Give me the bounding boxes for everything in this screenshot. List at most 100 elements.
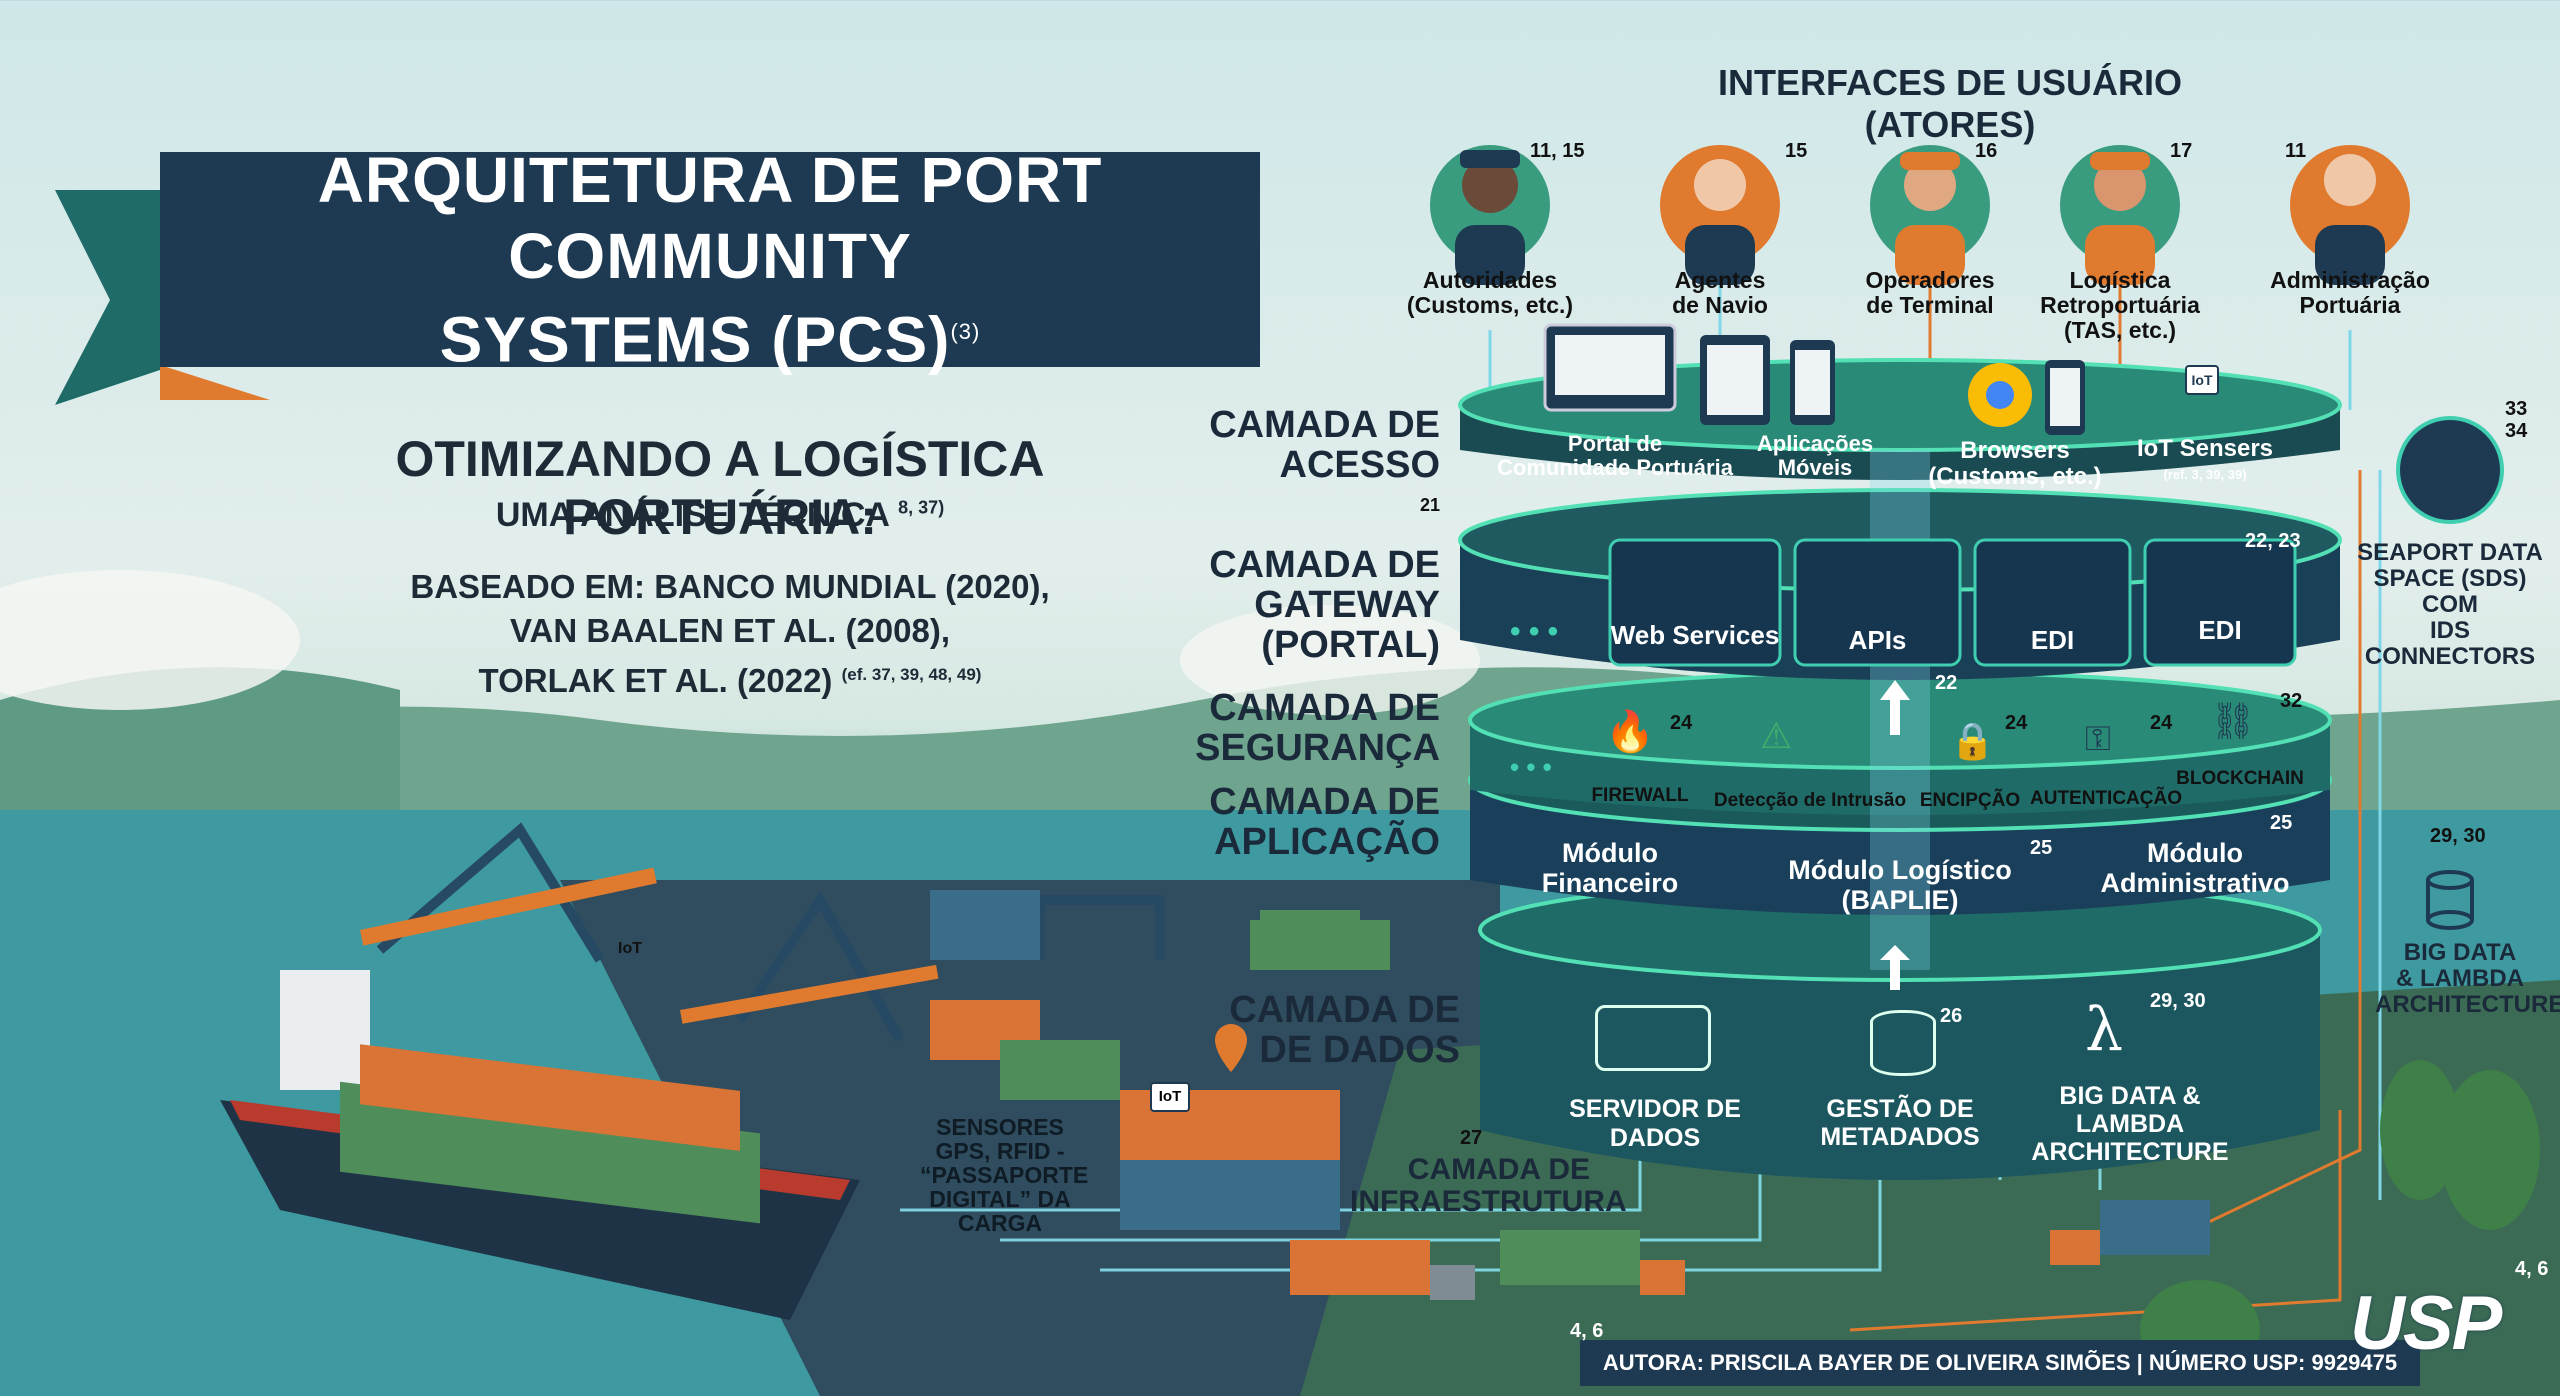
- security-authentication[interactable]: AUTENTICAÇÃO: [2030, 788, 2182, 809]
- actor-label-hinterland-logistics: Logística Retroportuária (TAS, etc.): [2020, 268, 2220, 343]
- security-ref: 24: [1670, 712, 1693, 734]
- data-metadata[interactable]: GESTÃO DE METADADOS: [1805, 1095, 1995, 1151]
- layer-ref: 27: [1460, 1127, 1483, 1149]
- actor-label-authorities: Autoridades (Customs, etc.): [1390, 268, 1590, 318]
- title-line2-text: SYSTEMS (PCS): [439, 303, 951, 376]
- module-line: Administrativo: [2100, 868, 2290, 898]
- layer-line: CAMADA DE: [1209, 544, 1440, 586]
- actor-line: de Navio: [1672, 292, 1768, 318]
- data-ref: 26: [1940, 1005, 1963, 1027]
- gateway-apis[interactable]: APIs: [1848, 625, 1907, 655]
- gateway-dots: • • •: [1510, 615, 1559, 648]
- access-item-mobile-apps[interactable]: Aplicações Móveis: [1740, 432, 1890, 480]
- layer-line: DE DADOS: [1259, 1029, 1460, 1071]
- module-ref: 25: [2030, 837, 2053, 859]
- gateway-ref: 22, 23: [2245, 530, 2301, 552]
- data-big-data[interactable]: BIG DATA & LAMBDA ARCHITECTURE: [2005, 1082, 2255, 1166]
- access-line: Portal de: [1567, 431, 1663, 456]
- actor-line: Autoridades: [1422, 267, 1558, 293]
- ribbon-fold: [160, 365, 270, 400]
- module-ref: 25: [2270, 812, 2293, 834]
- gateway-column-ref: 22: [1935, 672, 1958, 694]
- data-line: ARCHITECTURE: [2031, 1138, 2229, 1166]
- layer-line: INFRAESTRUTURA: [1350, 1185, 1627, 1218]
- layer-label-data: CAMADA DE DE DADOS: [1180, 990, 1460, 1070]
- side-line: ARCHITECTURE: [2375, 991, 2560, 1018]
- subtitle-line2-text: UMA ANÁLISE TÉCNICA: [495, 496, 889, 534]
- module-line: (BAPLIE): [1841, 885, 1959, 915]
- source-ref: (ef. 37, 39, 48, 49): [841, 665, 982, 684]
- cloud: [1180, 605, 1480, 715]
- layer-line: CAMADA DE: [1407, 1153, 1590, 1186]
- chain-icon: ⛓: [2210, 700, 2256, 741]
- bigdata-ref: 29, 30: [2430, 825, 2486, 847]
- iot-tag-ship: IoT: [618, 940, 642, 957]
- actor-avatars: [1430, 145, 2410, 285]
- sensor-line: DIGITAL” DA: [929, 1186, 1071, 1212]
- server-icon: [1595, 1005, 1711, 1071]
- module-administrative[interactable]: Módulo Administrativo: [2080, 838, 2310, 898]
- actor-ref: 11: [2285, 140, 2307, 162]
- iot-badge: IoT: [2185, 365, 2219, 395]
- data-line: BIG DATA & LAMBDA: [2059, 1082, 2201, 1138]
- title-line2: SYSTEMS (PCS)(3): [160, 294, 1260, 377]
- layer-label-infrastructure: 27 CAMADA DE INFRAESTRUTURA: [1350, 1122, 1627, 1218]
- security-intrusion-detection[interactable]: Detecção de Intrusão: [1713, 790, 1907, 811]
- security-encryption[interactable]: ENCIPÇÃO: [1919, 790, 2021, 811]
- iot-tag-yard: IoT: [1150, 1082, 1190, 1112]
- gateway-edi[interactable]: EDI: [2030, 625, 2075, 655]
- module-line: Financeiro: [1541, 868, 1679, 898]
- layer-line: (PORTAL): [1261, 624, 1440, 666]
- module-line: Módulo Logístico: [1788, 855, 2012, 885]
- access-item-portal[interactable]: Portal de Comunidade Portuária: [1490, 432, 1740, 480]
- security-blockchain[interactable]: BLOCKCHAIN: [2176, 768, 2304, 789]
- ribbon-tail: [55, 190, 160, 405]
- database-icon: [1870, 1010, 1936, 1076]
- data-ref: 29, 30: [2150, 990, 2206, 1012]
- key-icon: ⚿: [2085, 720, 2111, 758]
- actor-label-terminal-operators: Operadores de Terminal: [1830, 268, 2030, 318]
- crane-booms: [360, 867, 939, 1024]
- access-line: (Customs, etc.): [1928, 463, 2102, 490]
- sensors-label: SENSORES GPS, RFID - “PASSAPORTE DIGITAL…: [920, 1115, 1088, 1235]
- gateway-edi-2[interactable]: EDI: [2198, 615, 2242, 645]
- gateway-web-services[interactable]: Web Services: [1610, 620, 1780, 650]
- actor-line: Administração: [2270, 267, 2430, 293]
- side-line: SPACE (SDS) COM: [2373, 565, 2527, 618]
- actor-ref: 15: [1785, 140, 1808, 162]
- security-dots: • • •: [1510, 752, 1552, 782]
- module-logistics[interactable]: Módulo Logístico (BAPLIE): [1780, 855, 2020, 915]
- module-line: Módulo: [1562, 838, 1658, 868]
- actor-line: (TAS, etc.): [2063, 317, 2177, 343]
- gateway-boxes: [1608, 538, 2297, 667]
- access-item-browsers[interactable]: Browsers (Customs, etc.): [1925, 438, 2105, 490]
- access-line: Browsers: [1960, 437, 2070, 464]
- fire-icon: 🔥: [1605, 710, 1655, 754]
- side-line: SEAPORT DATA: [2357, 539, 2543, 566]
- bigdata-label: BIG DATA & LAMBDA ARCHITECTURE: [2375, 940, 2560, 1018]
- actor-label-ship-agents: Agentes de Navio: [1620, 268, 1820, 318]
- side-line: IDS CONNECTORS: [2364, 617, 2536, 670]
- actor-ref: 17: [2170, 140, 2193, 162]
- title-line1: ARQUITETURA DE PORT COMMUNITY: [317, 143, 1103, 292]
- module-line: Módulo: [2147, 838, 2243, 868]
- source-line1: BASEADO EM: BANCO MUNDIAL (2020),: [410, 568, 1050, 605]
- layer-label-access: CAMADA DE ACESSO 21: [1180, 405, 1440, 525]
- author-bar: AUTORA: PRISCILA BAYER DE OLIVEIRA SIMÕE…: [1580, 1340, 2420, 1386]
- module-financial[interactable]: Módulo Financeiro: [1510, 838, 1710, 898]
- layer-ref: 21: [1419, 495, 1440, 515]
- side-line: & LAMBDA: [2396, 965, 2524, 992]
- layer-line: SEGURANÇA: [1195, 727, 1440, 769]
- data-server[interactable]: SERVIDOR DE DADOS: [1569, 1095, 1741, 1152]
- access-item-iot-sensors[interactable]: IoT Sensers (ref. 3, 39, 39): [2120, 436, 2290, 488]
- sources-block: BASEADO EM: BANCO MUNDIAL (2020), VAN BA…: [380, 565, 1080, 703]
- access-line: Comunidade Portuária: [1497, 455, 1733, 480]
- security-firewall[interactable]: FIREWALL: [1591, 785, 1689, 806]
- layer-line: CAMADA DE: [1209, 687, 1440, 729]
- layer-label-security: CAMADA DE SEGURANÇA: [1180, 688, 1440, 768]
- access-ref: (ref. 3, 39, 39): [2163, 467, 2247, 482]
- sds-label: SEAPORT DATA SPACE (SDS) COM IDS CONNECT…: [2345, 540, 2555, 670]
- author-text: AUTORA: PRISCILA BAYER DE OLIVEIRA SIMÕE…: [1602, 1350, 2398, 1375]
- actors-heading: INTERFACES DE USUÁRIO (ATORES): [1717, 62, 2183, 145]
